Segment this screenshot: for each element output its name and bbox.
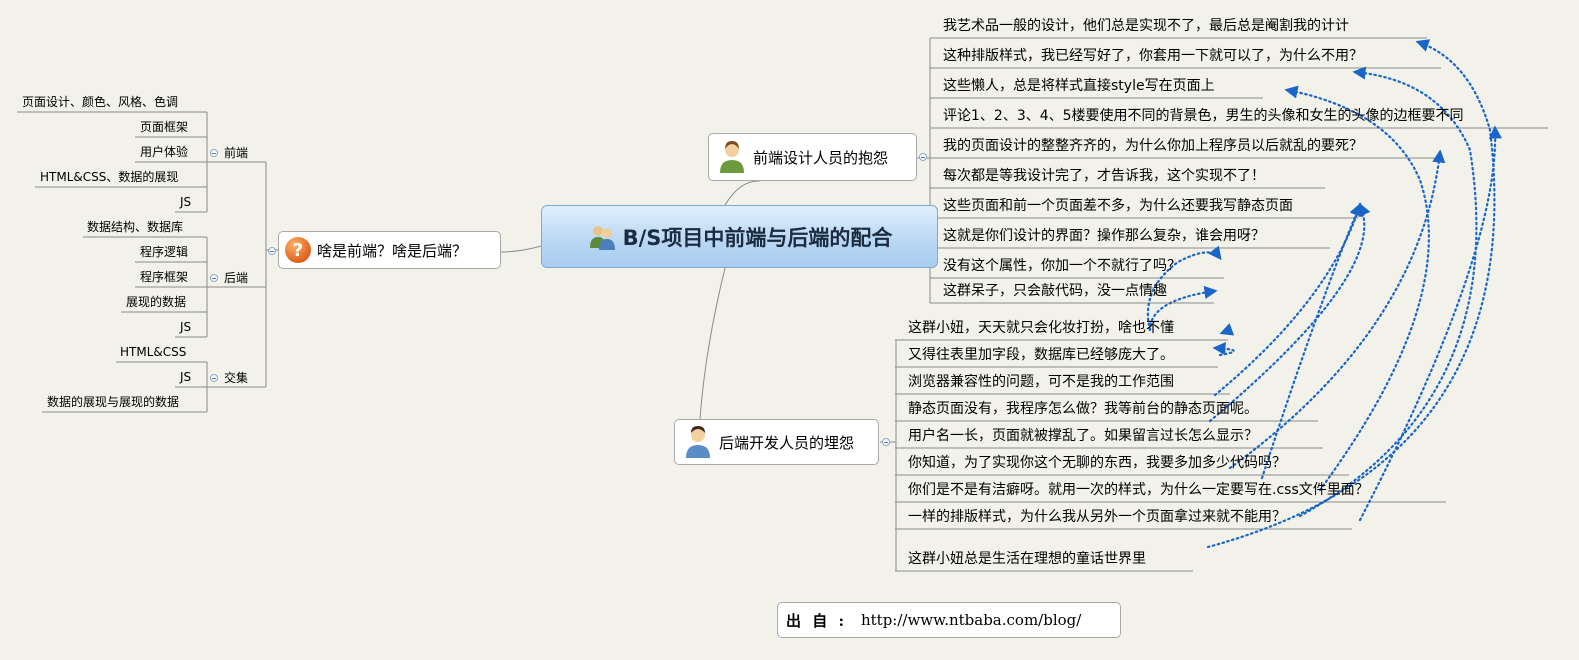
left-leaf[interactable]: 数据结构、数据库	[87, 220, 184, 234]
source-note: 出 自 : http://www.ntbaba.com/blog/	[777, 602, 1121, 638]
branch-backend[interactable]: 后端	[224, 271, 249, 285]
collapse-toggle[interactable]	[210, 149, 218, 157]
complaint-leaf[interactable]: 评论1、2、3、4、5楼要使用不同的背景色，男生的头像和女生的头像的边框要不同	[943, 108, 1464, 124]
left-leaf[interactable]: JS	[180, 320, 192, 334]
complaint-leaf[interactable]: 浏览器兼容性的问题，可不是我的工作范围	[908, 374, 1174, 390]
node-label: 后端开发人员的埋怨	[719, 433, 855, 452]
complaint-leaf[interactable]: 没有这个属性，你加一个不就行了吗？	[943, 258, 1181, 274]
complaint-leaf[interactable]: 这就是你们设计的界面？操作那么复杂，谁会用呀？	[943, 228, 1265, 244]
collapse-toggle[interactable]	[210, 374, 218, 382]
left-leaf[interactable]: HTML&CSS	[120, 345, 187, 359]
left-leaf[interactable]: 页面框架	[140, 120, 189, 134]
left-leaf[interactable]: JS	[180, 370, 192, 384]
left-leaf[interactable]: 数据的展现与展现的数据	[47, 395, 180, 409]
left-leaf[interactable]: 展现的数据	[126, 295, 187, 309]
complaint-leaf[interactable]: 一样的排版样式，为什么我从另外一个页面拿过来就不能用？	[908, 509, 1286, 525]
left-leaf[interactable]: JS	[180, 195, 192, 209]
complaint-leaf[interactable]: 用户名一长，页面就被撑乱了。如果留言过长怎么显示？	[908, 428, 1258, 444]
complaint-leaf[interactable]: 静态页面没有，我程序怎么做？我等前台的静态页面呢。	[908, 401, 1258, 417]
developer-avatar-icon	[683, 425, 713, 459]
source-url[interactable]: http://www.ntbaba.com/blog/	[860, 611, 1082, 629]
collapse-toggle[interactable]	[268, 247, 276, 255]
frontend-complaints-node[interactable]: 前端设计人员的抱怨	[708, 133, 917, 181]
complaint-leaf[interactable]: 这些页面和前一个页面差不多，为什么还要我写静态页面	[943, 198, 1293, 214]
branch-frontend[interactable]: 前端	[224, 146, 249, 160]
complaint-leaf[interactable]: 又得往表里加字段，数据库已经够庞大了。	[908, 347, 1174, 363]
branch-intersection[interactable]: 交集	[224, 371, 249, 385]
central-topic-title: B/S项目中前端与后端的配合	[622, 225, 893, 250]
backend-complaints-node[interactable]: 后端开发人员的埋怨	[674, 419, 879, 465]
node-label: 前端设计人员的抱怨	[753, 148, 889, 167]
left-leaf[interactable]: HTML&CSS、数据的展现	[40, 170, 179, 184]
complaint-leaf[interactable]: 这群小妞总是生活在理想的童话世界里	[908, 551, 1146, 567]
complaint-leaf[interactable]: 这种排版样式，我已经写好了，你套用一下就可以了，为什么不用？	[943, 48, 1363, 64]
collapse-toggle[interactable]	[882, 438, 890, 446]
left-leaf[interactable]: 程序框架	[140, 270, 189, 284]
complaint-leaf[interactable]: 这群小妞，天天就只会化妆打扮，啥也不懂	[908, 320, 1174, 336]
complaint-leaf[interactable]: 每次都是等我设计完了，才告诉我，这个实现不了！	[943, 168, 1265, 184]
complaint-leaf[interactable]: 你知道，为了实现你这个无聊的东西，我要多加多少代码吗？	[908, 455, 1286, 471]
people-icon	[587, 222, 617, 252]
complaint-leaf[interactable]: 这些懒人，总是将样式直接style写在页面上	[943, 78, 1215, 94]
node-label: 啥是前端？啥是后端？	[317, 241, 468, 260]
complaint-leaf[interactable]: 你们是不是有洁癖呀。就用一次的样式，为什么一定要写在.css文件里面？	[908, 482, 1369, 498]
left-leaf[interactable]: 页面设计、颜色、风格、色调	[22, 95, 179, 109]
left-leaf[interactable]: 用户体验	[140, 145, 189, 159]
designer-avatar-icon	[717, 140, 747, 174]
complaint-leaf[interactable]: 这群呆子，只会敲代码，没一点情趣	[943, 283, 1167, 299]
complaint-leaf[interactable]: 我艺术品一般的设计，他们总是实现不了，最后总是阉割我的计计	[943, 18, 1349, 34]
left-leaf[interactable]: 程序逻辑	[140, 245, 189, 259]
collapse-toggle[interactable]	[210, 274, 218, 282]
source-label: 出 自 :	[786, 611, 847, 630]
complaint-leaf[interactable]: 我的页面设计的整整齐齐的，为什么你加上程序员以后就乱的要死？	[943, 138, 1363, 154]
what-is-frontend-backend-node[interactable]: ? 啥是前端？啥是后端？	[278, 231, 501, 269]
central-topic[interactable]: B/S项目中前端与后端的配合	[541, 205, 938, 268]
collapse-toggle[interactable]	[919, 153, 927, 161]
question-icon: ?	[285, 237, 311, 263]
